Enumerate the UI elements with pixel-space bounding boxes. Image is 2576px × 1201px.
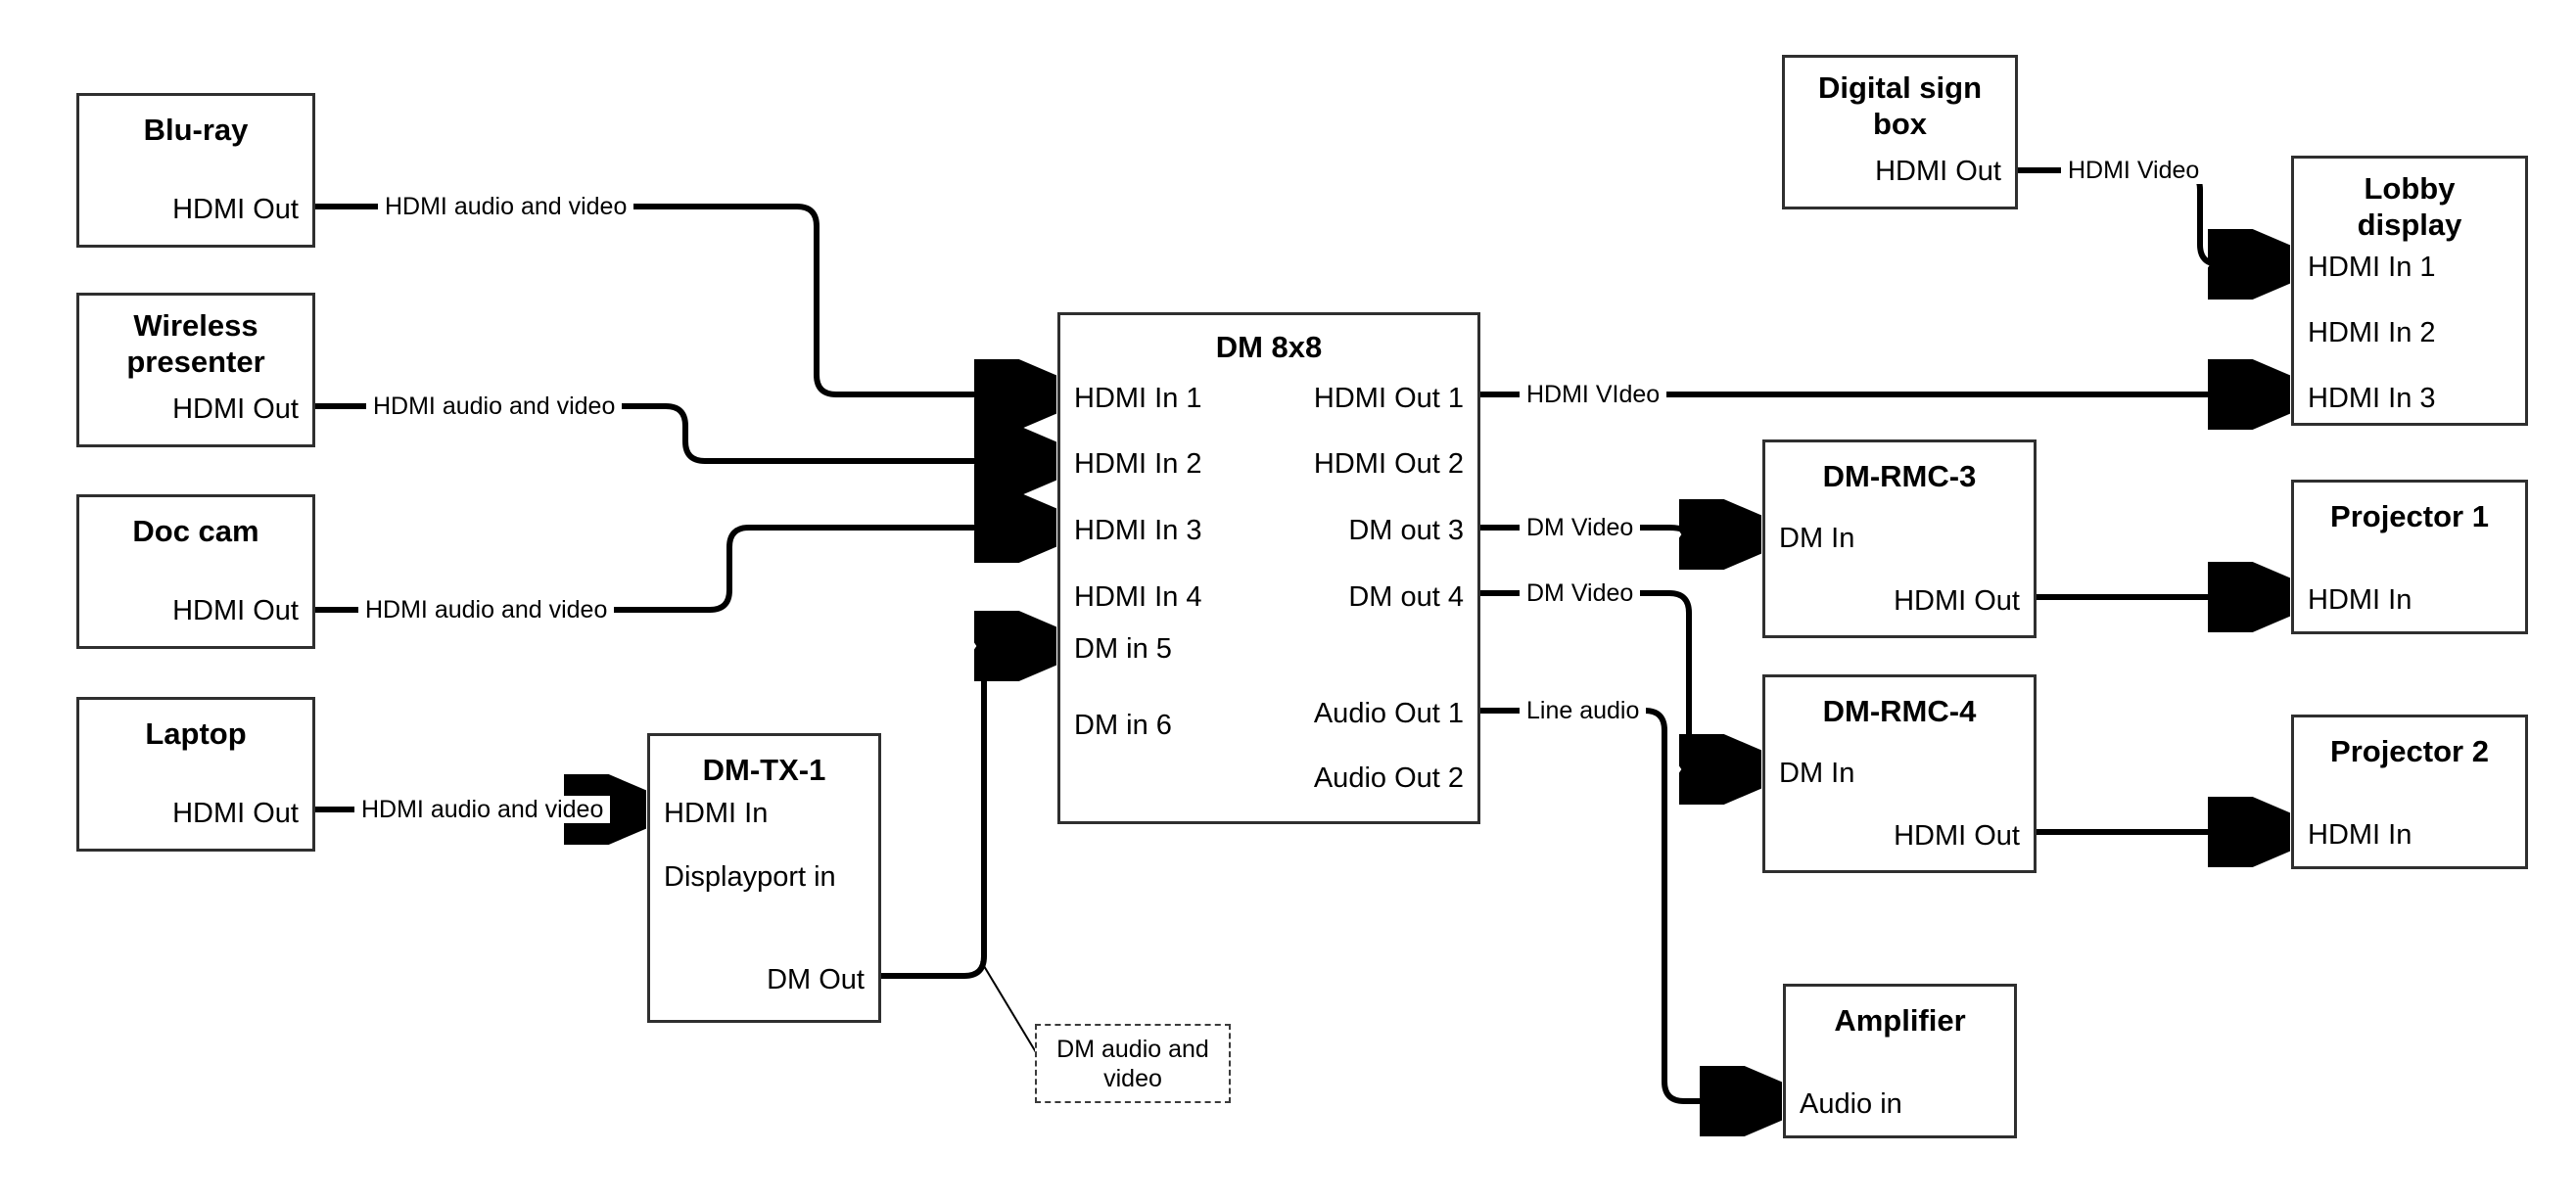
wire-dmtx1-to-dm-in5 [881, 646, 1051, 979]
node-lobby-display-title: Lobby display [2357, 171, 2462, 242]
node-laptop-title: Laptop [145, 716, 247, 751]
leader-line-dm-note [980, 960, 1037, 1053]
port-bluray-hdmi-out[interactable]: HDMI Out [172, 194, 299, 225]
port-dm8x8-hdmi-in-2[interactable]: HDMI In 2 [1074, 448, 1202, 480]
edge-label-doccam: HDMI audio and video [358, 596, 615, 624]
edge-label-wireless: HDMI audio and video [366, 393, 623, 420]
port-dm8x8-dm-out-3[interactable]: DM out 3 [1348, 515, 1464, 546]
wire-wireless-to-dm-in2 [315, 403, 1051, 461]
port-dm8x8-dm-in-6[interactable]: DM in 6 [1074, 710, 1172, 741]
edge-label-bluray: HDMI audio and video [378, 193, 634, 220]
port-doccam-hdmi-out[interactable]: HDMI Out [172, 595, 299, 626]
node-amplifier-title: Amplifier [1834, 1003, 1966, 1038]
node-projector-1-title: Projector 1 [2330, 499, 2489, 533]
node-doc-cam[interactable]: Doc cam HDMI Out [76, 494, 315, 649]
port-dm8x8-hdmi-out-2[interactable]: HDMI Out 2 [1313, 448, 1464, 480]
node-laptop[interactable]: Laptop HDMI Out [76, 697, 315, 852]
node-bluray[interactable]: Blu-ray HDMI Out [76, 93, 315, 248]
node-dm-rmc-4-title: DM-RMC-4 [1822, 694, 1977, 728]
edge-label-signbox: HDMI Video [2061, 157, 2207, 184]
wire-audioout1-to-amp [1480, 708, 1776, 1101]
node-dm-8x8-title: DM 8x8 [1215, 330, 1323, 364]
node-dm-rmc-3[interactable]: DM-RMC-3 DM In HDMI Out [1762, 439, 2037, 638]
node-wireless-presenter-title: Wireless presenter [126, 308, 265, 379]
port-dm8x8-audio-out-2[interactable]: Audio Out 2 [1313, 762, 1464, 794]
edge-label-laptop: HDMI audio and video [354, 796, 611, 823]
edge-label-hdmiout1: HDMI VIdeo [1520, 381, 1667, 408]
node-dm-8x8[interactable]: DM 8x8 HDMI In 1 HDMI In 2 HDMI In 3 HDM… [1057, 312, 1480, 824]
wire-dmout4-to-rmc4 [1480, 590, 1756, 769]
port-rmc4-hdmi-out[interactable]: HDMI Out [1894, 820, 2020, 852]
node-projector-2[interactable]: Projector 2 HDMI In [2291, 715, 2528, 869]
wire-bluray-to-dm-in1 [315, 204, 1051, 394]
node-wireless-presenter[interactable]: Wireless presenter HDMI Out [76, 293, 315, 447]
node-dm-rmc-4[interactable]: DM-RMC-4 DM In HDMI Out [1762, 674, 2037, 873]
node-dm-tx-1-title: DM-TX-1 [702, 753, 826, 787]
port-dmtx1-hdmi-in[interactable]: HDMI In [664, 798, 769, 829]
node-bluray-title: Blu-ray [143, 113, 249, 147]
wire-dmout3-to-rmc3 [1480, 525, 1756, 537]
node-dm-tx-1[interactable]: DM-TX-1 HDMI In Displayport in DM Out [647, 733, 881, 1023]
node-digital-sign-box[interactable]: Digital sign box HDMI Out [1782, 55, 2018, 209]
port-dm8x8-hdmi-out-1[interactable]: HDMI Out 1 [1313, 383, 1464, 414]
wire-doccam-to-dm-in3 [315, 528, 1051, 613]
port-proj1-hdmi-in[interactable]: HDMI In [2308, 584, 2412, 616]
note-dm-audio-and-video: DM audio and video [1035, 1024, 1231, 1103]
port-dm8x8-hdmi-in-4[interactable]: HDMI In 4 [1074, 581, 1202, 613]
note-dm-audio-and-video-text: DM audio and video [1056, 1035, 1209, 1092]
port-proj2-hdmi-in[interactable]: HDMI In [2308, 819, 2412, 851]
port-dmtx1-displayport-in[interactable]: Displayport in [664, 861, 836, 893]
port-signbox-hdmi-out[interactable]: HDMI Out [1875, 156, 2001, 187]
wire-signbox-to-lobby-in1 [2018, 167, 2284, 264]
port-amp-audio-in[interactable]: Audio in [1800, 1088, 1902, 1120]
port-dm8x8-dm-in-5[interactable]: DM in 5 [1074, 633, 1172, 665]
node-digital-sign-box-title: Digital sign box [1817, 70, 1983, 141]
port-lobby-hdmi-in-2[interactable]: HDMI In 2 [2308, 317, 2436, 348]
node-projector-1[interactable]: Projector 1 HDMI In [2291, 480, 2528, 634]
node-doc-cam-title: Doc cam [132, 514, 259, 548]
port-lobby-hdmi-in-1[interactable]: HDMI In 1 [2308, 252, 2436, 283]
edge-label-dmout3: DM Video [1520, 514, 1641, 541]
node-dm-rmc-3-title: DM-RMC-3 [1822, 459, 1977, 493]
port-wireless-hdmi-out[interactable]: HDMI Out [172, 393, 299, 425]
port-laptop-hdmi-out[interactable]: HDMI Out [172, 798, 299, 829]
port-dmtx1-dm-out[interactable]: DM Out [767, 964, 865, 995]
edge-label-audioout1: Line audio [1520, 697, 1647, 724]
node-amplifier[interactable]: Amplifier Audio in [1783, 984, 2017, 1138]
port-dm8x8-audio-out-1[interactable]: Audio Out 1 [1313, 698, 1464, 729]
port-rmc4-dm-in[interactable]: DM In [1779, 758, 1855, 789]
port-dm8x8-hdmi-in-3[interactable]: HDMI In 3 [1074, 515, 1202, 546]
port-rmc3-hdmi-out[interactable]: HDMI Out [1894, 585, 2020, 617]
port-dm8x8-dm-out-4[interactable]: DM out 4 [1348, 581, 1464, 613]
edge-label-dmout4: DM Video [1520, 579, 1641, 607]
node-lobby-display[interactable]: Lobby display HDMI In 1 HDMI In 2 HDMI I… [2291, 156, 2528, 426]
node-projector-2-title: Projector 2 [2330, 734, 2489, 768]
port-dm8x8-hdmi-in-1[interactable]: HDMI In 1 [1074, 383, 1202, 414]
port-rmc3-dm-in[interactable]: DM In [1779, 523, 1855, 554]
port-lobby-hdmi-in-3[interactable]: HDMI In 3 [2308, 383, 2436, 414]
